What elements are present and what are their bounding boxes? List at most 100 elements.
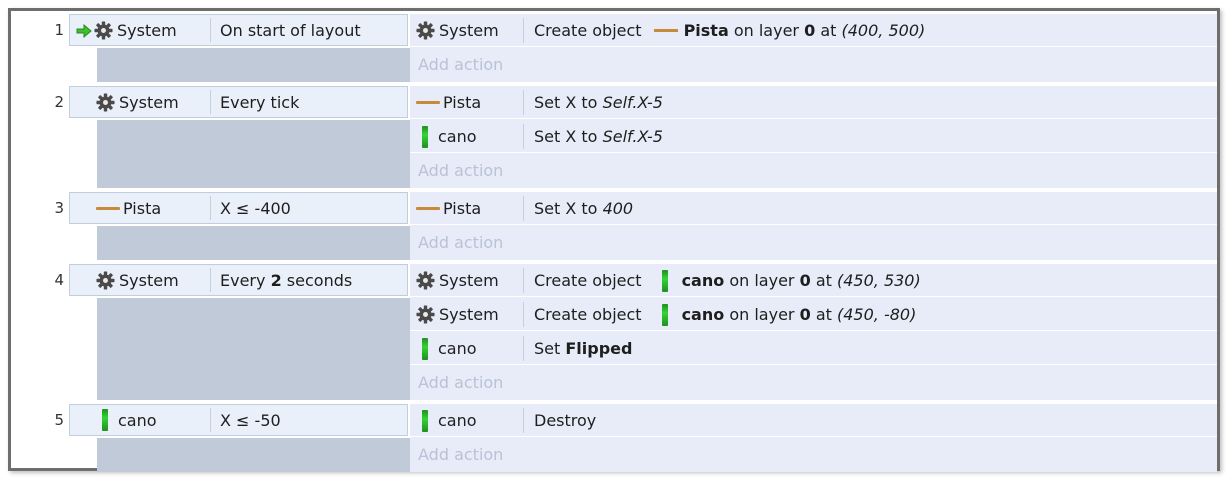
action-divider [523, 90, 524, 115]
event-side-area[interactable] [97, 298, 410, 400]
condition-object-name: cano [118, 410, 157, 430]
add-action-link[interactable]: Add action [418, 373, 504, 392]
condition-number: 2 [270, 270, 282, 290]
action-row-divider [410, 152, 1217, 153]
action-post: at [815, 271, 832, 290]
pista-sprite-icon [96, 206, 120, 210]
action-layer: 0 [804, 21, 816, 40]
add-action-link[interactable]: Add action [418, 445, 504, 464]
pista-sprite-icon [416, 207, 440, 210]
action-value: 400 [602, 199, 634, 218]
gear-icon [94, 20, 113, 40]
action-object: cano [416, 120, 477, 153]
action-object: cano [416, 332, 477, 365]
action-row-divider [410, 330, 1217, 331]
cano-sprite-icon [102, 409, 108, 431]
action-coords: (450, 530) [836, 271, 921, 290]
condition-label-post: seconds [286, 270, 353, 290]
action-object-name: System [439, 21, 499, 40]
add-action-row[interactable]: Add action [410, 226, 1217, 259]
event-side-area[interactable] [97, 438, 410, 472]
action-verb: Create object [534, 305, 642, 324]
action-row-divider [410, 224, 1217, 225]
condition-object-name: System [117, 20, 177, 40]
gear-icon [96, 270, 115, 290]
add-action-row[interactable]: Add action [410, 438, 1217, 471]
event-condition[interactable]: cano X ≤ -50 [69, 404, 408, 436]
add-action-link[interactable]: Add action [418, 161, 504, 180]
event-gap [11, 188, 1217, 192]
action-row-divider [410, 118, 1217, 119]
action-object-name: System [439, 271, 499, 290]
action-divider [523, 18, 524, 43]
action-row-divider [410, 46, 1217, 47]
action-layer: 0 [799, 271, 811, 290]
action-verb: Destroy [534, 411, 597, 430]
event-side-area[interactable] [97, 48, 410, 82]
add-action-link[interactable]: Add action [418, 55, 504, 74]
action-verb: Set X to [534, 93, 598, 112]
condition-divider [210, 18, 211, 42]
condition-object: System [70, 15, 216, 45]
event-number: 1 [54, 21, 64, 39]
action-object-name: System [439, 305, 499, 324]
event-condition[interactable]: System Every 2 seconds [69, 264, 408, 296]
add-action-row[interactable]: Add action [410, 366, 1217, 399]
add-action-link[interactable]: Add action [418, 233, 504, 252]
gear-icon [416, 305, 435, 324]
action-layer: 0 [799, 305, 811, 324]
action-object-name: cano [438, 339, 477, 358]
action-text: Set X to Self.X-5 [534, 120, 663, 153]
action-object: System [416, 298, 499, 331]
action-row[interactable]: cano Set X to Self.X-5 [410, 120, 1217, 153]
action-target: Pista [683, 21, 729, 40]
pista-sprite-icon [416, 101, 440, 104]
condition-text: Every tick [220, 87, 299, 117]
condition-object-name: System [119, 270, 179, 290]
action-text: Set X to Self.X-5 [534, 86, 663, 119]
condition-text: X ≤ -400 [220, 193, 291, 223]
condition-label: X ≤ -50 [220, 410, 281, 430]
action-verb: Set X to [534, 127, 598, 146]
action-row[interactable]: cano Destroy [410, 404, 1217, 437]
condition-label-pre: Every [220, 270, 266, 290]
action-coords: (450, -80) [836, 305, 917, 324]
action-object-name: cano [438, 127, 477, 146]
condition-object: cano [70, 405, 236, 435]
action-target: cano [681, 271, 725, 290]
cano-sprite-icon [422, 125, 428, 148]
condition-object: System [70, 87, 236, 117]
add-action-row[interactable]: Add action [410, 154, 1217, 187]
event-side-area[interactable] [97, 120, 410, 188]
action-object-name: cano [438, 411, 477, 430]
event-side-area[interactable] [97, 226, 410, 260]
add-action-row[interactable]: Add action [410, 48, 1217, 81]
trigger-arrow-icon [76, 23, 92, 39]
condition-divider [210, 90, 211, 114]
action-mid: on layer [729, 271, 795, 290]
event-number: 2 [54, 93, 64, 111]
action-divider [523, 124, 524, 149]
action-row-divider [410, 436, 1217, 437]
action-verb: Create object [534, 21, 642, 40]
action-divider [523, 302, 524, 327]
